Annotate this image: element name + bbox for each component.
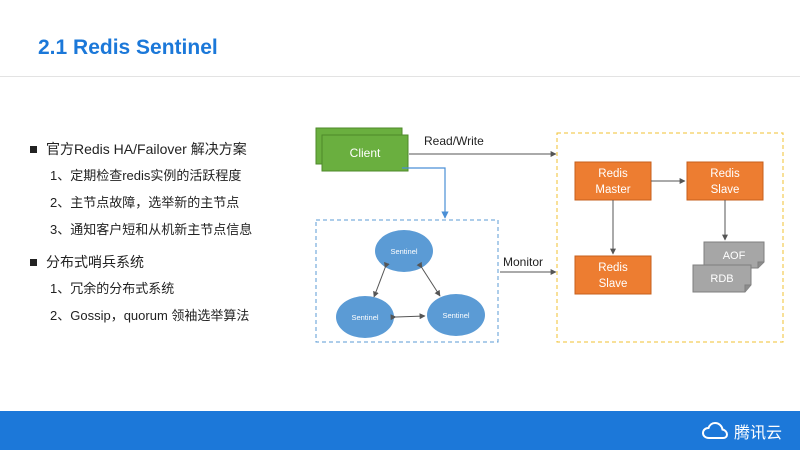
sentinel-node-right: Sentinel	[427, 294, 485, 336]
sentinel-node-left: Sentinel	[336, 296, 394, 338]
redis-slave-bottom-node: Redis Slave	[574, 255, 652, 295]
brand-logo: 腾讯云	[701, 419, 782, 443]
sentinel-node-top: Sentinel	[375, 230, 433, 272]
redis-slave-bottom-line1: Redis	[598, 262, 628, 274]
redis-master-node: Redis Master	[574, 161, 652, 201]
rdb-file-icon: RDB	[692, 264, 752, 293]
bullet-1-text: 官方Redis HA/Failover 解决方案	[46, 141, 247, 157]
bullet-2-item-2: 2、Gossip，quorum 领袖选举算法	[50, 308, 250, 323]
cloud-icon	[701, 422, 728, 439]
footer-bar: 腾讯云	[0, 411, 800, 450]
redis-group-box	[556, 132, 784, 343]
read-write-label: Read/Write	[424, 134, 484, 148]
bullet-1-item-2: 2、主节点故障，选举新的主节点	[50, 195, 240, 210]
monitor-label: Monitor	[503, 255, 543, 269]
sentinel-label-top: Sentinel	[390, 247, 417, 256]
client-label: Client	[350, 146, 381, 160]
bullet-1-item-1: 1、定期检查redis实例的活跃程度	[50, 168, 242, 183]
brand-name: 腾讯云	[733, 425, 782, 442]
bullet-list: 官方Redis HA/Failover 解决方案 1、定期检查redis实例的活…	[30, 138, 320, 329]
bullet-1-item-3: 3、通知客户短和从机新主节点信息	[50, 222, 253, 237]
client-sentinel-arrow	[402, 167, 449, 219]
redis-slave-right-line1: Redis	[710, 168, 740, 180]
redis-slave-bottom-line2: Slave	[599, 278, 628, 290]
redis-master-line1: Redis	[598, 168, 628, 180]
page-title: 2.1 Redis Sentinel	[38, 36, 218, 59]
redis-slave-right-node: Redis Slave	[686, 161, 764, 201]
rdb-label: RDB	[710, 273, 733, 285]
title-divider	[0, 76, 800, 77]
aof-file-icon: AOF	[703, 241, 765, 269]
redis-master-line2: Master	[595, 184, 630, 196]
bullet-2-item-1: 1、冗余的分布式系统	[50, 281, 175, 296]
client-node: Client	[315, 127, 409, 172]
sentinel-label-right: Sentinel	[442, 311, 469, 320]
sentinel-group-box	[315, 219, 499, 343]
aof-label: AOF	[723, 250, 746, 262]
redis-slave-right-line2: Slave	[711, 184, 740, 196]
bullet-square-icon	[30, 145, 37, 153]
bullet-2-text: 分布式哨兵系统	[46, 254, 144, 270]
bullet-2: 分布式哨兵系统	[30, 251, 320, 273]
bullet-1: 官方Redis HA/Failover 解决方案	[30, 138, 320, 160]
sentinel-label-left: Sentinel	[351, 313, 378, 322]
sentinel-mesh-arrows	[373, 261, 441, 321]
bullet-square-icon	[30, 258, 37, 266]
